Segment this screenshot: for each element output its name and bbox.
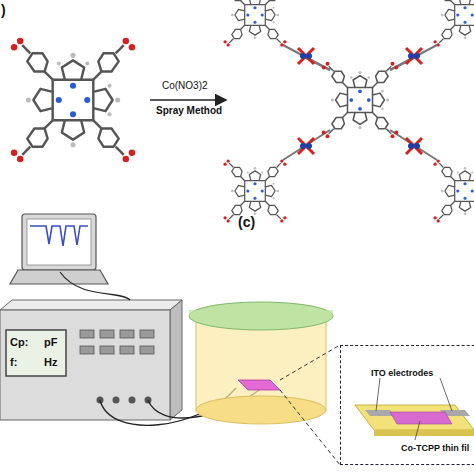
zoom-inset-box: ITO electrodesCo-TCPP thin fil bbox=[340, 345, 474, 465]
reaction-arrow bbox=[150, 99, 226, 101]
method-label: Spray Method bbox=[156, 105, 222, 116]
sensor-device bbox=[355, 378, 474, 440]
test-chamber bbox=[189, 302, 333, 424]
reagent-label: Co(NO3)2 bbox=[162, 80, 208, 91]
display-readout: Cp: bbox=[10, 336, 28, 348]
cable bbox=[60, 272, 130, 300]
display-readout: f: bbox=[10, 356, 17, 368]
device-label: ITO electrodes bbox=[371, 368, 433, 378]
laptop bbox=[10, 214, 108, 284]
co-tcpp-framework bbox=[223, 0, 474, 223]
zoom-line bbox=[280, 390, 340, 465]
zoom-line bbox=[280, 345, 340, 380]
panel-letter: ) bbox=[1, 2, 6, 18]
display-readout: Hz bbox=[44, 356, 57, 368]
panel-letter: (c) bbox=[238, 214, 255, 230]
device-label: Co-TCPP thin fil bbox=[401, 443, 469, 453]
tcpp-molecule bbox=[11, 38, 135, 162]
display-readout: pF bbox=[44, 336, 57, 348]
lcr-meter bbox=[0, 300, 182, 420]
